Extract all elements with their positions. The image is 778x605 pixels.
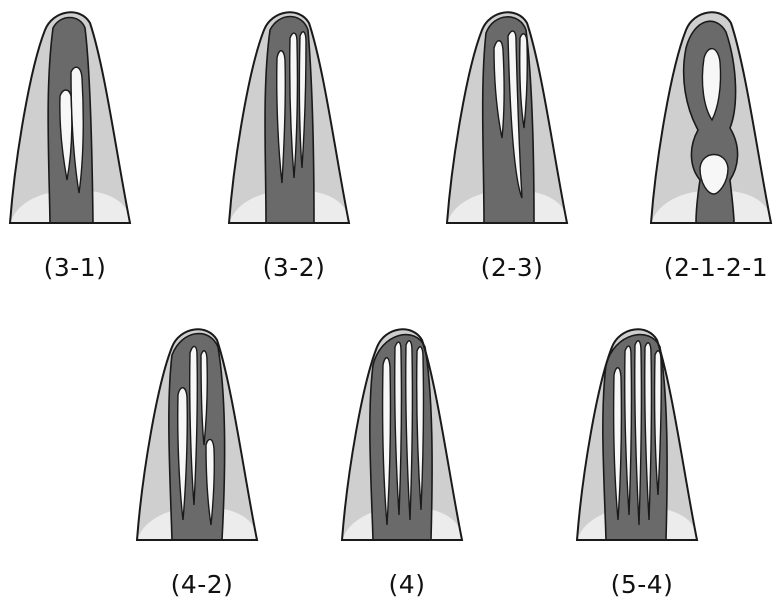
figure-2-1-2-1: (2-1-2-1 [646, 8, 778, 288]
tooth-root-icon [224, 8, 364, 238]
figure-label: (4) [337, 570, 477, 599]
tooth-root-icon [132, 325, 272, 555]
figure-5-4: (5-4) [572, 325, 712, 605]
figure-4-2: (4-2) [132, 325, 272, 605]
figure-2-3: (2-3) [442, 8, 582, 288]
tooth-root-icon [442, 8, 582, 238]
figure-label: (3-1) [5, 253, 145, 282]
figure-label: (5-4) [572, 570, 712, 599]
figure-3-1: (3-1) [5, 8, 145, 288]
tooth-root-icon [572, 325, 712, 555]
figure-label: (3-2) [224, 253, 364, 282]
tooth-root-icon [5, 8, 145, 238]
tooth-root-icon [646, 8, 778, 238]
figure-3-2: (3-2) [224, 8, 364, 288]
tooth-root-icon [337, 325, 477, 555]
figure-label: (2-3) [442, 253, 582, 282]
figure-4: (4) [337, 325, 477, 605]
figure-label: (2-1-2-1 [646, 253, 778, 282]
figure-label: (4-2) [132, 570, 272, 599]
